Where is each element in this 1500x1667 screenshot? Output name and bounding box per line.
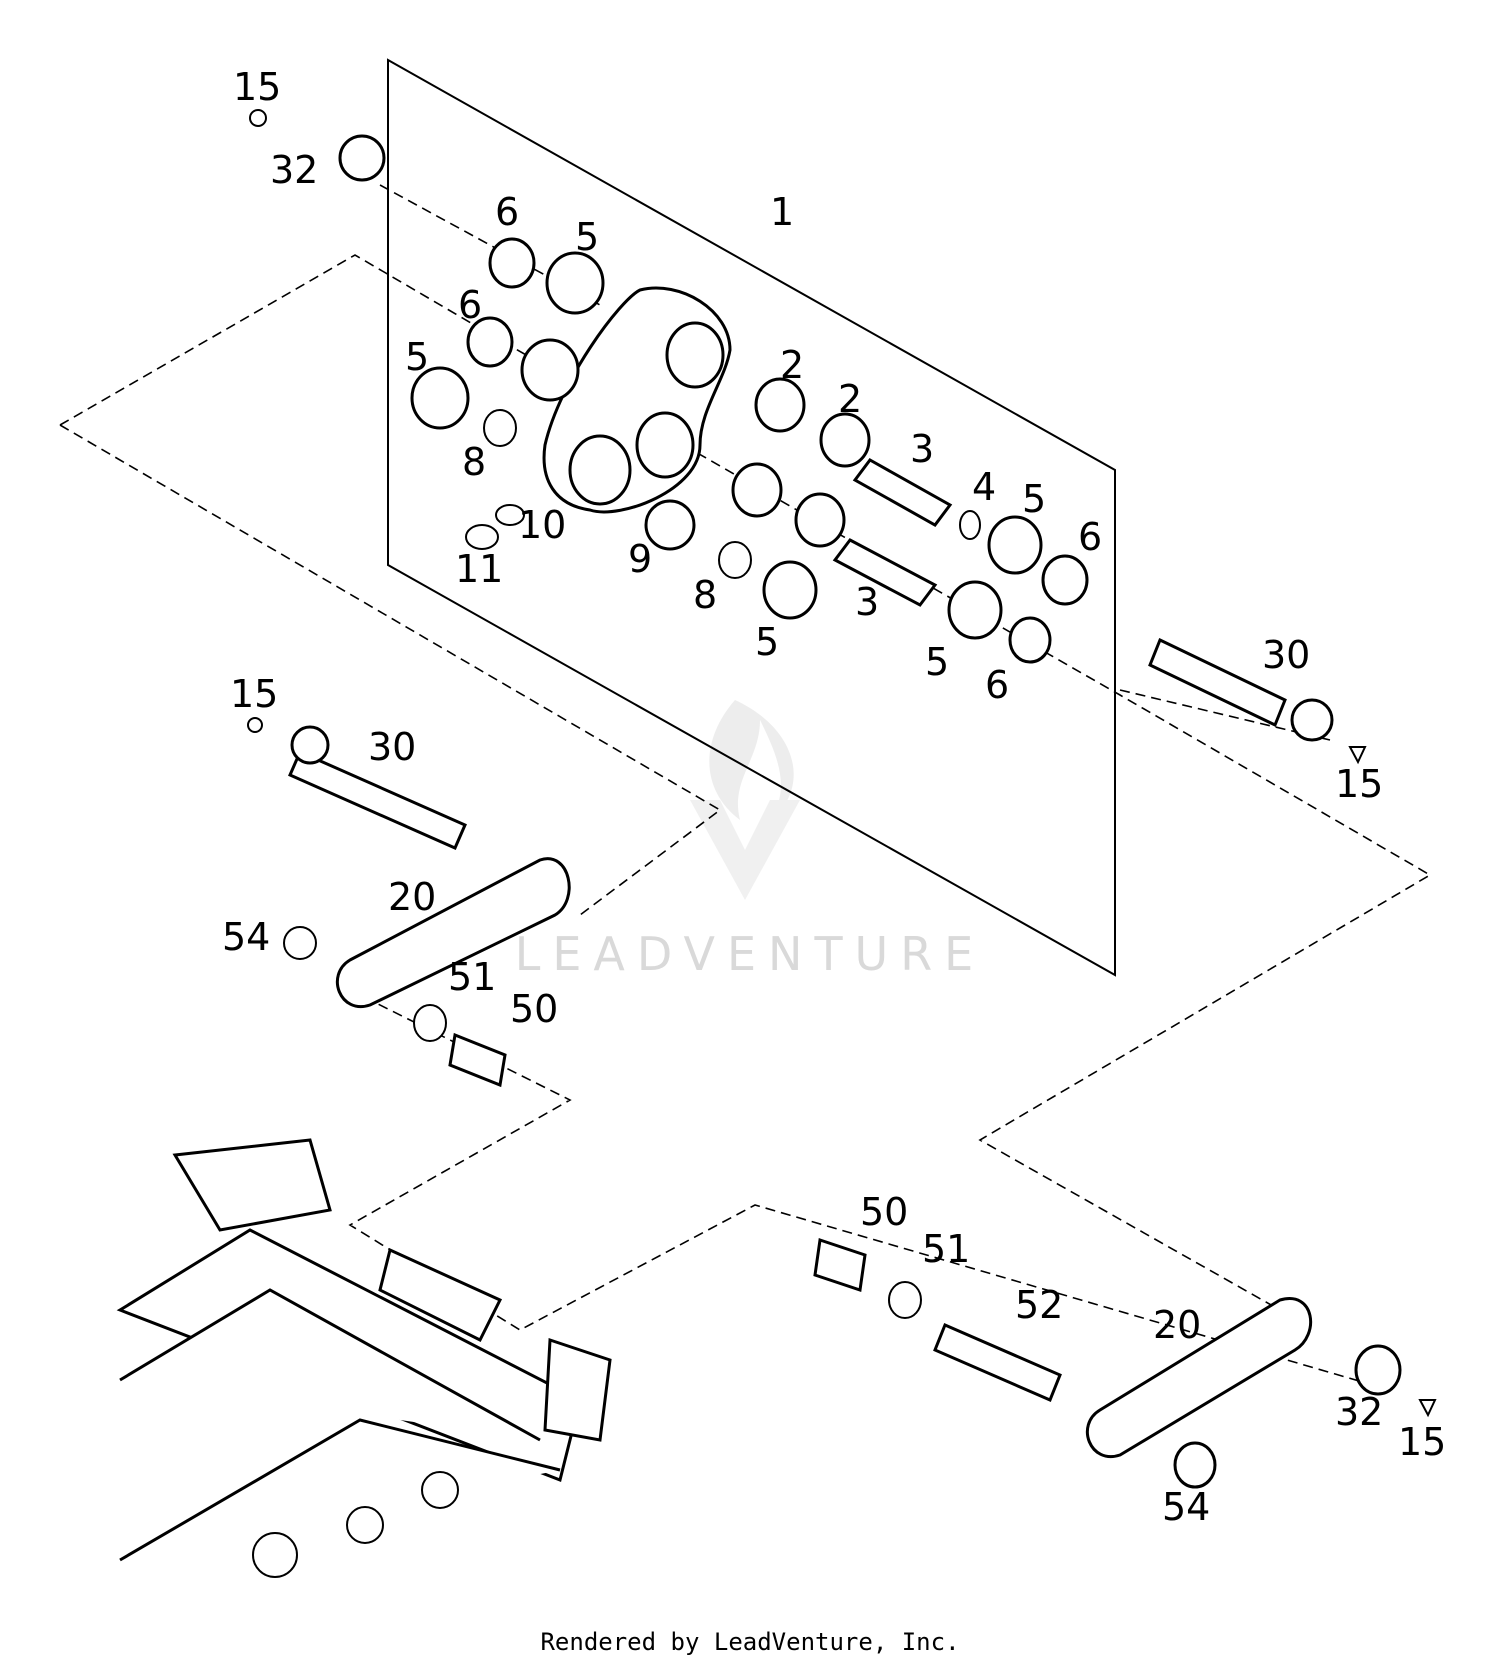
callout-15-mid-left: 15 — [230, 672, 278, 716]
callout-15-top-left: 15 — [233, 65, 281, 109]
callout-32-right: 32 — [1335, 1390, 1383, 1434]
callout-6-mid-left: 6 — [458, 283, 482, 327]
pull-rods — [283, 857, 1402, 1489]
callout-2-a: 2 — [780, 343, 804, 387]
kit-frame — [387, 58, 1116, 977]
callout-10: 10 — [518, 503, 566, 547]
bearings-and-seals — [410, 237, 1089, 664]
callout-5-lower-right: 5 — [925, 640, 949, 684]
callout-4: 4 — [972, 465, 996, 509]
callout-15-right: 15 — [1335, 762, 1383, 806]
callout-54-left: 54 — [222, 915, 270, 959]
callout-5-lower-mid: 5 — [755, 620, 779, 664]
callout-5-upper: 5 — [575, 215, 599, 259]
callout-50-left: 50 — [510, 987, 558, 1031]
footer-credit: Rendered by LeadVenture, Inc. — [540, 1628, 960, 1656]
callout-3-lower: 3 — [855, 580, 879, 624]
callout-8-left: 8 — [462, 440, 486, 484]
watermark-logo — [690, 700, 800, 900]
callout-50-right: 50 — [860, 1190, 908, 1234]
callout-6-upper: 6 — [495, 190, 519, 234]
rocker-link-body — [542, 286, 732, 514]
callout-54-right: 54 — [1162, 1485, 1210, 1529]
callout-52: 52 — [1015, 1283, 1063, 1327]
callout-15-bottom-right: 15 — [1398, 1420, 1446, 1464]
callout-20-right: 20 — [1153, 1303, 1201, 1347]
callout-5-left: 5 — [405, 335, 429, 379]
callout-1-kit: 1 — [770, 190, 794, 234]
callout-30-right: 30 — [1262, 633, 1310, 677]
watermark-text: LEADVENTURE — [515, 927, 986, 981]
swing-arm — [116, 1138, 612, 1578]
callout-2-b: 2 — [838, 377, 862, 421]
callout-5-right-upper: 5 — [1022, 477, 1046, 521]
callout-51-right: 51 — [922, 1227, 970, 1271]
callout-20-left: 20 — [388, 875, 436, 919]
bolts — [247, 109, 1437, 1418]
callout-9: 9 — [628, 537, 652, 581]
callout-6-lower-right: 6 — [985, 663, 1009, 707]
callout-30-left: 30 — [368, 725, 416, 769]
callout-6-right-upper: 6 — [1078, 515, 1102, 559]
callout-3-upper: 3 — [910, 427, 934, 471]
callout-32-top-left: 32 — [270, 148, 318, 192]
callout-11: 11 — [455, 547, 503, 591]
callout-51-left: 51 — [448, 955, 496, 999]
callout-8-lower: 8 — [693, 573, 717, 617]
callout-labels: 15 32 6 5 1 6 5 2 2 8 3 4 5 6 10 11 9 8 … — [222, 65, 1446, 1529]
